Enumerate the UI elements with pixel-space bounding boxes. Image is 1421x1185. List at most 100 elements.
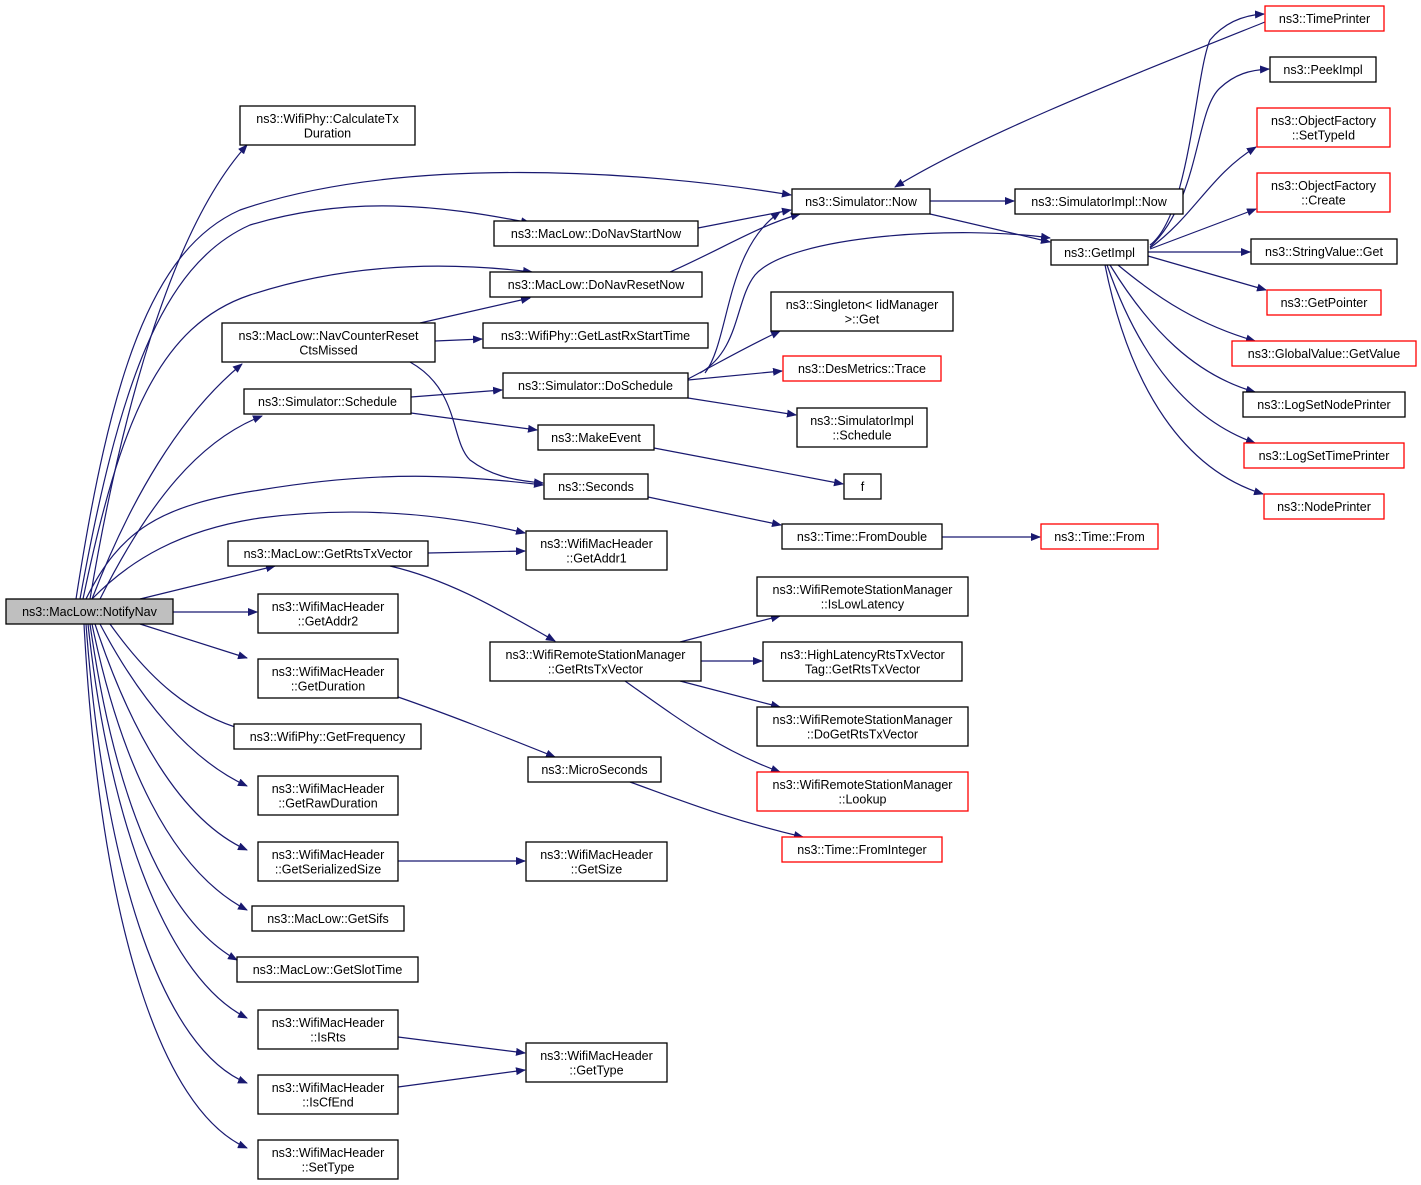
node-label: ns3::Singleton< IidManager [786,298,939,312]
node-dogetrts[interactable]: ns3::WifiRemoteStationManager::DoGetRtsT… [756,706,969,747]
edge-notifynav-to-getserialized [94,623,248,851]
node-nodeprinter[interactable]: ns3::NodePrinter [1263,493,1385,520]
node-getfrequency[interactable]: ns3::WifiPhy::GetFrequency [233,723,422,750]
node-getrawduration[interactable]: ns3::WifiMacHeader::GetRawDuration [257,775,399,816]
node-label: ns3::WifiMacHeader [540,1049,653,1063]
node-label: ns3::PeekImpl [1283,63,1362,77]
node-globalvalue[interactable]: ns3::GlobalValue::GetValue [1231,340,1417,367]
node-label: ::GetDuration [291,679,365,693]
node-getsifs[interactable]: ns3::MacLow::GetSifs [251,905,405,932]
node-isrts[interactable]: ns3::WifiMacHeader::IsRts [257,1009,399,1050]
node-getpointer[interactable]: ns3::GetPointer [1266,289,1382,316]
node-box [257,841,399,882]
edge-notifynav-to-settype [83,623,248,1149]
edge-getduration-to-microseconds [397,696,556,758]
node-label: ns3::MacLow::NavCounterReset [239,329,419,343]
node-label: ns3::WifiPhy::GetLastRxStartTime [501,329,690,343]
edge-notifynav-to-getrtstx [139,564,276,600]
node-label: ns3::SimulatorImpl::Now [1031,195,1167,209]
node-box [233,723,422,750]
edge-simnow-to-getimpl [929,213,1051,244]
node-box [257,1074,399,1115]
node-settype[interactable]: ns3::WifiMacHeader::SetType [257,1139,399,1180]
node-desmetrics[interactable]: ns3::DesMetrics::Trace [782,355,942,382]
node-label: ns3::Time::FromDouble [797,530,927,544]
node-label: ns3::WifiMacHeader [272,600,385,614]
node-label: ns3::WifiMacHeader [272,848,385,862]
edge-notifynav-to-calctx [89,144,248,600]
node-islowlatency[interactable]: ns3::WifiRemoteStationManager::IsLowLate… [756,576,969,617]
node-doschedule[interactable]: ns3::Simulator::DoSchedule [502,372,689,399]
node-label: ::GetRtsTxVector [548,662,643,676]
node-donavstart[interactable]: ns3::MacLow::DoNavStartNow [493,220,699,247]
node-lognodeprinter[interactable]: ns3::LogSetNodePrinter [1242,391,1406,418]
node-getlastrx[interactable]: ns3::WifiPhy::GetLastRxStartTime [482,322,709,349]
node-getaddr1[interactable]: ns3::WifiMacHeader::GetAddr1 [525,530,668,571]
node-label: ns3::WifiMacHeader [272,665,385,679]
node-getaddr2[interactable]: ns3::WifiMacHeader::GetAddr2 [257,593,399,634]
node-highlatency[interactable]: ns3::HighLatencyRtsTxVectorTag::GetRtsTx… [762,641,963,682]
node-label: ns3::SimulatorImpl [810,414,914,428]
node-box [1242,391,1406,418]
node-timefrom[interactable]: ns3::Time::From [1040,523,1159,550]
edge-timeprinter-to-simnow [894,21,1266,188]
node-timeprinter[interactable]: ns3::TimePrinter [1264,5,1385,32]
node-makeevent[interactable]: ns3::MakeEvent [537,424,655,451]
node-getsize[interactable]: ns3::WifiMacHeader::GetSize [525,841,668,882]
node-frominteger[interactable]: ns3::Time::FromInteger [781,836,943,863]
node-simimplnow[interactable]: ns3::SimulatorImpl::Now [1014,188,1184,215]
edge-donavstart-to-simnow [697,207,792,229]
node-box [781,836,943,863]
edge-schedule-to-makeevent [410,412,538,433]
node-label: ns3::WifiRemoteStationManager [773,583,953,597]
node-label: f [861,480,865,494]
node-label: ::GetAddr1 [566,551,626,565]
node-simimplschedule[interactable]: ns3::SimulatorImpl::Schedule [796,407,928,448]
node-notifynav[interactable]: ns3::MacLow::NotifyNav [5,598,174,625]
edge-doschedule-to-desmetrics [687,367,783,381]
node-getserialized[interactable]: ns3::WifiMacHeader::GetSerializedSize [257,841,399,882]
edge-microseconds-to-frominteger [629,781,804,839]
node-microseconds[interactable]: ns3::MicroSeconds [527,756,662,783]
node-getimpl[interactable]: ns3::GetImpl [1050,239,1149,266]
node-label: ::Create [1301,193,1346,207]
node-box [239,105,416,146]
node-fromdouble[interactable]: ns3::Time::FromDouble [781,523,943,550]
node-label: ns3::ObjectFactory [1271,179,1377,193]
node-label: ns3::WifiRemoteStationManager [773,713,953,727]
node-ofcreate[interactable]: ns3::ObjectFactory::Create [1256,172,1391,213]
node-label: ns3::WifiRemoteStationManager [506,648,686,662]
node-singleton[interactable]: ns3::Singleton< IidManager>::Get [770,291,954,332]
node-box [1264,5,1385,32]
node-f[interactable]: f [843,473,882,500]
node-label: ::GetRawDuration [278,796,377,810]
node-seconds[interactable]: ns3::Seconds [543,473,649,500]
node-lookup[interactable]: ns3::WifiRemoteStationManager::Lookup [756,771,969,812]
node-label: ns3::MacLow::DoNavResetNow [508,278,685,292]
edge-getimpl-to-logtimeprinter [1106,264,1256,444]
node-logtimeprinter[interactable]: ns3::LogSetTimePrinter [1243,442,1405,469]
node-schedule[interactable]: ns3::Simulator::Schedule [243,388,412,415]
node-ofsettypeid[interactable]: ns3::ObjectFactory::SetTypeId [1256,107,1391,148]
node-label: ::GetSerializedSize [275,862,381,876]
node-peekimpl[interactable]: ns3::PeekImpl [1269,56,1377,83]
node-simnow[interactable]: ns3::Simulator::Now [791,188,931,215]
edge-doschedule-to-simimplschedule [687,397,797,418]
node-box [1040,523,1159,550]
node-gettype[interactable]: ns3::WifiMacHeader::GetType [525,1042,668,1083]
node-iscfend[interactable]: ns3::WifiMacHeader::IsCfEnd [257,1074,399,1115]
edge-navcounter-to-seconds [409,361,544,487]
node-box [236,956,419,983]
node-stringvalue[interactable]: ns3::StringValue::Get [1250,238,1398,265]
node-box [537,424,655,451]
node-getduration[interactable]: ns3::WifiMacHeader::GetDuration [257,658,399,699]
node-box [525,1042,668,1083]
node-label: ::SetType [302,1160,355,1174]
node-getrtstx[interactable]: ns3::MacLow::GetRtsTxVector [227,540,429,567]
node-getslottime[interactable]: ns3::MacLow::GetSlotTime [236,956,419,983]
node-donavreset[interactable]: ns3::MacLow::DoNavResetNow [489,271,703,298]
node-wrsmgetrts[interactable]: ns3::WifiRemoteStationManager::GetRtsTxV… [489,641,702,682]
